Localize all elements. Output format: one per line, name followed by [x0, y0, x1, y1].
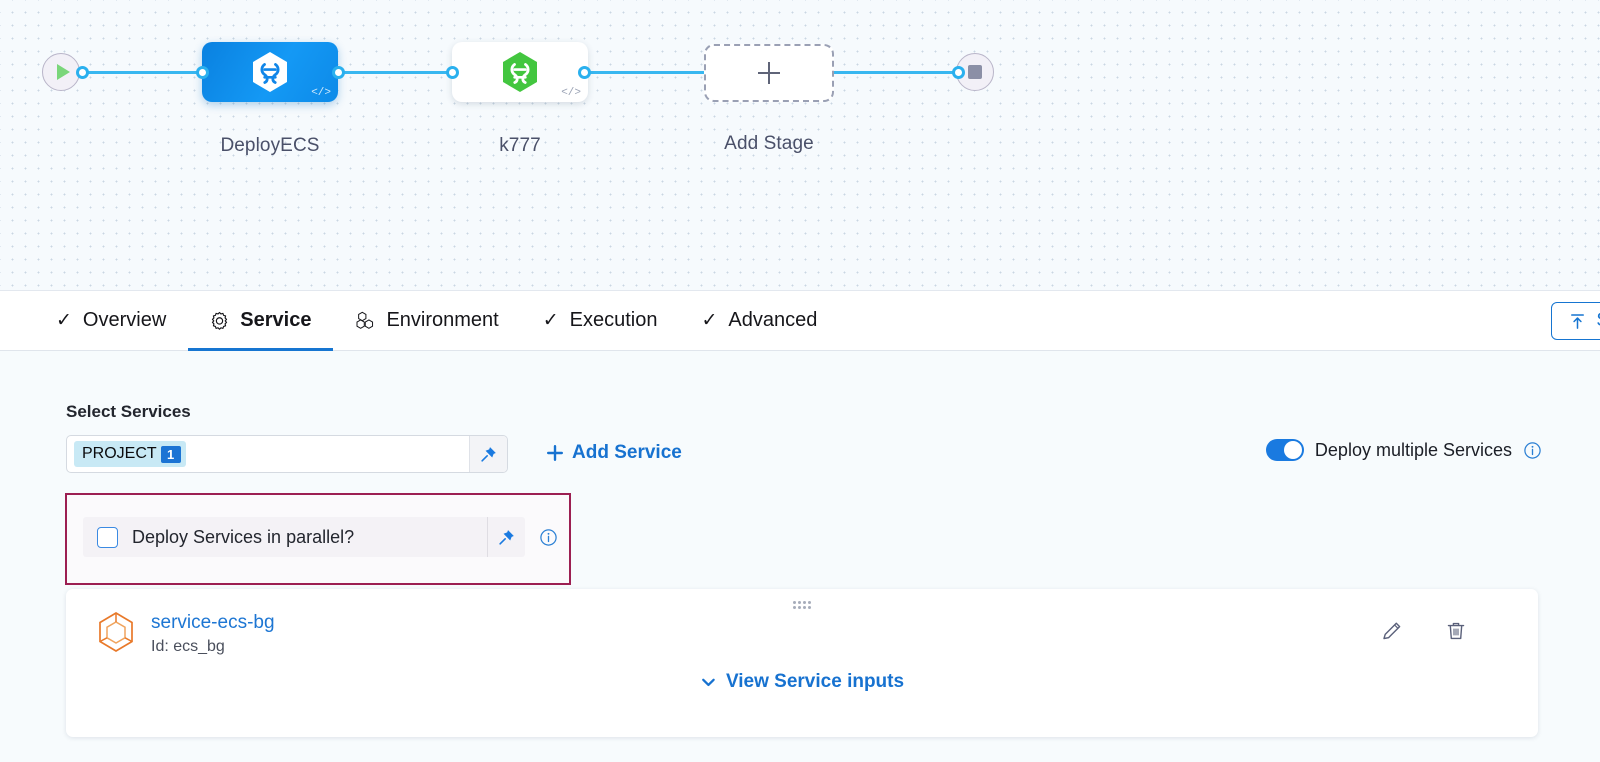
tab-service-label: Service: [240, 309, 312, 331]
view-service-inputs-label: View Service inputs: [725, 671, 905, 692]
pipeline-stage-deployecs[interactable]: </>: [202, 42, 338, 102]
gear-icon: [212, 311, 228, 330]
add-service-button[interactable]: Add Service: [546, 442, 682, 464]
stage2-code-icon[interactable]: </>: [561, 87, 581, 99]
service-hexagon-icon: [99, 612, 133, 652]
port-stage2-out[interactable]: [578, 66, 591, 79]
tab-execution[interactable]: ✓ Execution: [521, 291, 680, 350]
port-stage1-in[interactable]: [196, 66, 209, 79]
service-card-actions: [1380, 619, 1468, 643]
save-button-label: S: [1596, 310, 1600, 332]
pipeline-stage-k777[interactable]: </>: [452, 42, 588, 102]
stage1-code-icon[interactable]: </>: [311, 87, 331, 99]
port-end-in[interactable]: [952, 66, 965, 79]
tab-environment-label: Environment: [386, 309, 499, 331]
add-stage-label: Add Stage: [724, 133, 814, 154]
add-stage-button[interactable]: [704, 44, 834, 102]
tab-overview[interactable]: ✓ Overview: [34, 291, 188, 350]
service-card[interactable]: service-ecs-bg Id: ecs_bg View Service i…: [66, 589, 1538, 737]
view-service-inputs-button[interactable]: View Service inputs: [700, 671, 904, 693]
deploy-parallel-checkbox[interactable]: [97, 526, 118, 548]
tab-advanced[interactable]: ✓ Advanced: [680, 291, 840, 350]
tab-environment[interactable]: Environment: [333, 291, 520, 350]
trash-icon[interactable]: [1444, 619, 1468, 643]
select-services-label: Select Services: [66, 402, 191, 421]
plus-icon-vertical: [767, 62, 771, 84]
connector-stage1-to-stage2: [326, 71, 460, 74]
stop-icon: [968, 65, 982, 79]
deploy-multiple-services-row: Deploy multiple Services: [1265, 439, 1542, 461]
toggle-knob: [1283, 441, 1302, 459]
add-service-label: Add Service: [572, 442, 682, 463]
drag-dots-icon[interactable]: [793, 601, 811, 609]
stage-label-deployecs: DeployECS: [220, 135, 320, 156]
pipeline-canvas[interactable]: </> DeployECS </> k777 Add Stage: [0, 0, 1600, 291]
harness-deploy-icon: [253, 52, 287, 92]
check-icon: ✓: [701, 310, 718, 331]
port-start-out[interactable]: [76, 66, 89, 79]
deploy-parallel-label: Deploy Services in parallel?: [132, 526, 355, 547]
tab-execution-label: Execution: [569, 309, 658, 331]
connector-start-to-stage1: [82, 71, 210, 74]
scope-chip-label: PROJECT: [82, 445, 157, 462]
select-services-pin-button[interactable]: [469, 436, 507, 472]
info-icon[interactable]: [539, 528, 558, 547]
service-name-link[interactable]: service-ecs-bg: [151, 612, 275, 633]
save-upload-icon: [1571, 313, 1585, 329]
check-icon: ✓: [542, 310, 559, 331]
tab-list: ✓ Overview Service Environment ✓ Executi…: [0, 291, 1600, 351]
service-card-main: service-ecs-bg Id: ecs_bg: [97, 611, 275, 656]
play-icon: [56, 64, 70, 80]
save-button[interactable]: S: [1551, 302, 1600, 340]
deploy-parallel-pin-button[interactable]: [487, 517, 525, 557]
pipeline-start-node[interactable]: [42, 53, 80, 91]
plus-icon: [547, 445, 563, 461]
port-stage2-in[interactable]: [446, 66, 459, 79]
deploy-parallel-highlight-box: Deploy Services in parallel?: [65, 493, 571, 585]
port-stage1-out[interactable]: [332, 66, 345, 79]
info-icon[interactable]: [1523, 441, 1542, 460]
scope-chip-project[interactable]: PROJECT 1: [74, 441, 186, 467]
select-services-input[interactable]: PROJECT 1: [66, 435, 508, 473]
stage-label-k777: k777: [499, 135, 541, 156]
connector-stage2-to-addstage: [578, 71, 710, 74]
deploy-multiple-services-label: Deploy multiple Services: [1314, 439, 1512, 460]
check-icon: ✓: [56, 310, 72, 331]
service-tab-panel: Select Services PROJECT 1 Add Service De…: [0, 351, 1600, 762]
chevron-down-icon: [702, 678, 715, 686]
deploy-multiple-services-toggle[interactable]: [1265, 439, 1304, 461]
harness-deploy-icon-green: [503, 52, 537, 92]
pin-icon: [481, 446, 496, 462]
tab-overview-label: Overview: [82, 309, 167, 331]
deploy-parallel-field[interactable]: Deploy Services in parallel?: [83, 517, 525, 557]
service-id-text: Id: ecs_bg: [151, 637, 225, 655]
hexcluster-icon: [356, 311, 374, 329]
pin-icon: [499, 529, 514, 545]
tab-advanced-label: Advanced: [728, 309, 818, 331]
connector-addstage-to-end: [826, 71, 960, 74]
scope-chip-count: 1: [160, 445, 181, 463]
tab-service[interactable]: Service: [188, 291, 334, 351]
stage-tabbar: ✓ Overview Service Environment ✓ Executi…: [0, 291, 1600, 351]
pencil-icon[interactable]: [1380, 619, 1404, 643]
service-card-text: service-ecs-bg Id: ecs_bg: [151, 611, 275, 656]
